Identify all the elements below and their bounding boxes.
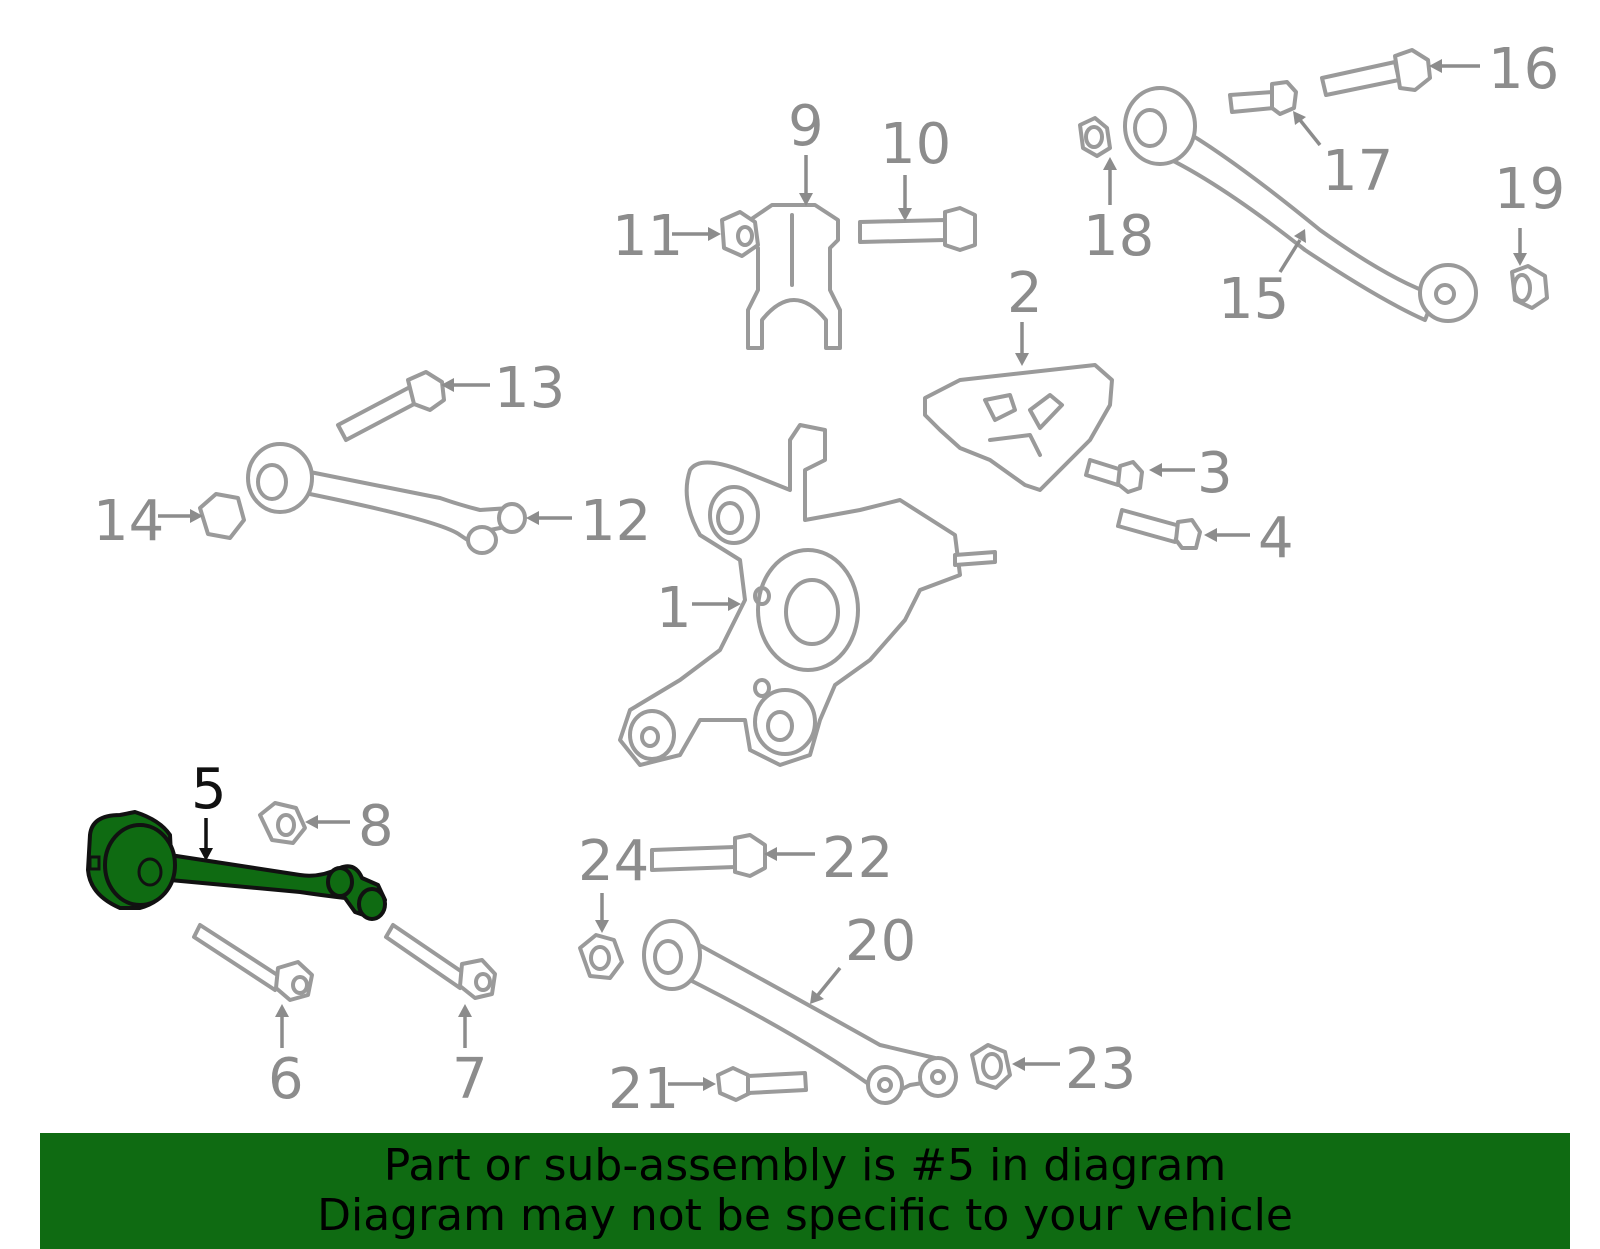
banner-line-2: Diagram may not be specific to your vehi… [317, 1190, 1293, 1241]
svg-text:1: 1 [656, 576, 692, 641]
part-3-bolt[interactable] [1084, 458, 1144, 494]
part-20-callout: 20 [810, 909, 916, 1004]
part-13-bolt[interactable] [336, 370, 446, 442]
svg-text:8: 8 [358, 794, 394, 859]
part-23-nut[interactable] [970, 1043, 1012, 1090]
part-7-callout: 7 [452, 1004, 488, 1112]
part-12-lateral-arm[interactable] [246, 442, 527, 555]
part-21-bolt[interactable] [716, 1066, 808, 1102]
part-2-callout: 2 [1007, 261, 1043, 366]
part-14-callout: 14 [93, 489, 203, 554]
svg-text:10: 10 [880, 112, 951, 177]
info-banner: Part or sub-assembly is #5 in diagram Di… [40, 1133, 1570, 1249]
part-22-callout: 22 [764, 826, 893, 891]
banner-line-1: Part or sub-assembly is #5 in diagram [383, 1140, 1227, 1191]
part-9-callout: 9 [788, 94, 824, 206]
part-24-nut[interactable] [578, 933, 624, 980]
part-8-callout: 8 [305, 794, 394, 859]
svg-text:21: 21 [608, 1057, 679, 1122]
part-16-bolt[interactable] [1320, 48, 1432, 97]
part-4-bolt[interactable] [1116, 508, 1202, 550]
part-8-nut[interactable] [258, 801, 307, 845]
part-17-callout: 17 [1293, 111, 1393, 204]
part-5-trailing-arm[interactable] [86, 810, 387, 921]
svg-text:15: 15 [1218, 267, 1289, 332]
part-24-callout: 24 [578, 829, 649, 933]
part-6-callout: 6 [268, 1004, 304, 1112]
svg-text:13: 13 [494, 356, 565, 421]
part-1-callout: 1 [656, 576, 741, 641]
svg-text:11: 11 [612, 204, 683, 269]
svg-text:18: 18 [1083, 204, 1154, 269]
part-15-control-arm[interactable] [1123, 86, 1478, 323]
part-18-callout: 18 [1083, 157, 1154, 269]
part-5-callout: 5 [191, 757, 227, 861]
part-10-bolt[interactable] [858, 206, 977, 252]
svg-text:16: 16 [1488, 37, 1559, 102]
part-17-bolt[interactable] [1228, 80, 1298, 116]
part-20-lower-arm[interactable] [642, 919, 958, 1105]
part-19-nut[interactable] [1510, 264, 1549, 310]
part-1-knuckle[interactable] [618, 423, 997, 767]
svg-text:4: 4 [1258, 506, 1294, 571]
svg-text:14: 14 [93, 489, 164, 554]
svg-text:12: 12 [580, 489, 651, 554]
svg-text:3: 3 [1197, 441, 1233, 506]
part-10-callout: 10 [880, 112, 951, 221]
part-22-bolt[interactable] [650, 833, 767, 878]
svg-text:6: 6 [268, 1047, 304, 1112]
part-21-callout: 21 [608, 1057, 716, 1122]
svg-text:23: 23 [1065, 1037, 1136, 1102]
part-18-nut[interactable] [1078, 116, 1112, 158]
svg-text:20: 20 [845, 909, 916, 974]
part-23-callout: 23 [1012, 1037, 1136, 1102]
svg-text:7: 7 [452, 1047, 488, 1112]
part-14-nut[interactable] [198, 492, 246, 540]
part-16-callout: 16 [1429, 37, 1559, 102]
part-3-callout: 3 [1149, 441, 1233, 506]
part-11-nut[interactable] [720, 210, 760, 258]
part-7-bolt[interactable] [384, 923, 497, 1000]
part-15-callout: 15 [1218, 229, 1306, 332]
part-2-bracket[interactable] [923, 363, 1114, 492]
part-13-callout: 13 [441, 356, 565, 421]
svg-text:17: 17 [1322, 139, 1393, 204]
svg-text:22: 22 [822, 826, 893, 891]
part-9-bracket[interactable] [746, 203, 842, 350]
part-12-callout: 12 [526, 489, 651, 554]
svg-text:24: 24 [578, 829, 649, 894]
part-19-callout: 19 [1494, 157, 1565, 266]
part-6-bolt[interactable] [192, 923, 314, 1002]
svg-text:5: 5 [191, 757, 227, 822]
svg-text:9: 9 [788, 94, 824, 159]
part-4-callout: 4 [1204, 506, 1294, 571]
svg-text:2: 2 [1007, 261, 1043, 326]
svg-text:19: 19 [1494, 157, 1565, 222]
part-11-callout: 11 [612, 204, 721, 269]
